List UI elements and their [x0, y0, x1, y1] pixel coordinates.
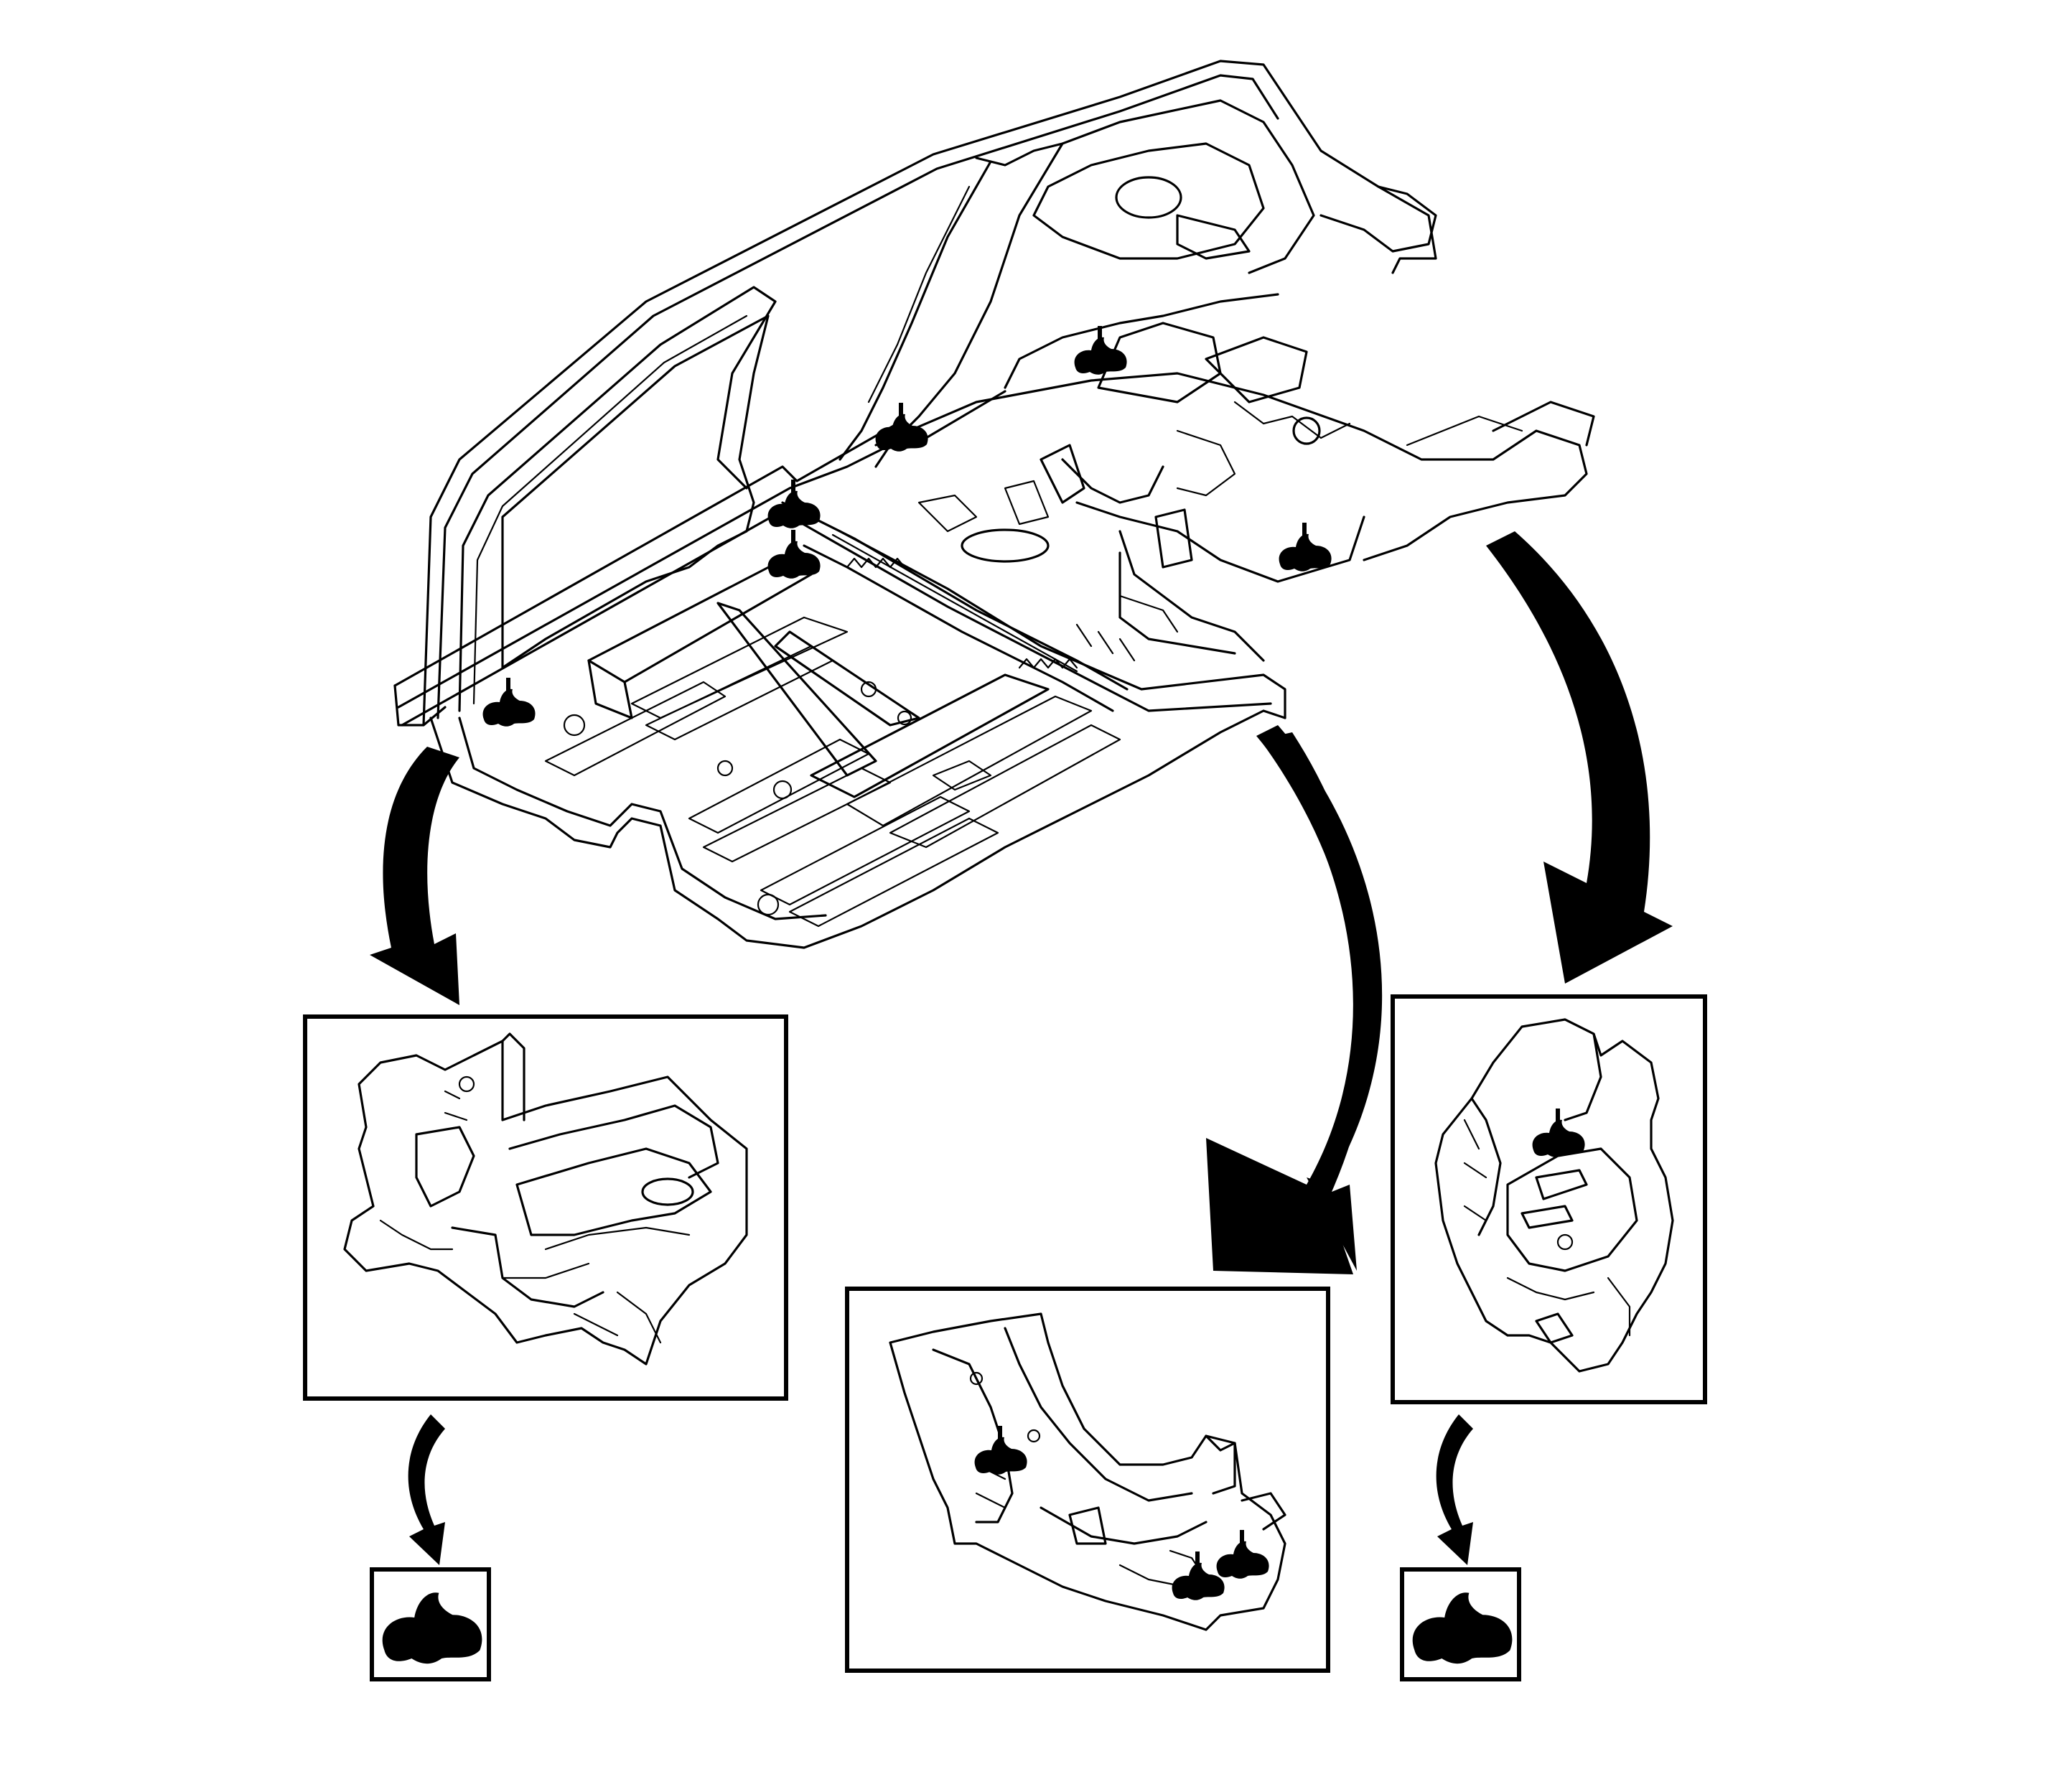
detail-box-center — [845, 1287, 1330, 1673]
sealer-blob-icon — [1172, 1551, 1225, 1600]
arrow-icon — [1436, 1414, 1473, 1565]
symbol-box-right — [1400, 1567, 1521, 1681]
arrow-icon — [1486, 531, 1673, 984]
sealer-blob-icon — [974, 1426, 1027, 1475]
sealer-blob-icon — [1216, 1530, 1269, 1579]
sealer-blob-icon — [767, 480, 821, 528]
sealer-blob-icon — [1279, 523, 1332, 571]
arrow-icon — [370, 747, 459, 1005]
detail-box-left — [303, 1014, 788, 1401]
sealer-blob-icon — [1412, 1592, 1513, 1664]
sealer-blob-icon — [482, 678, 536, 727]
vehicle-underbody-drawing — [393, 60, 1595, 949]
center-detail-markers — [974, 1426, 1269, 1600]
underbody-sealer-markers — [482, 326, 1332, 727]
arrow-icon — [408, 1414, 445, 1565]
symbol-box-left — [370, 1567, 491, 1681]
callout-arrows — [370, 531, 1673, 1565]
sealer-blob-icon — [382, 1592, 482, 1664]
detail-box-right — [1391, 994, 1707, 1404]
sealer-blob-icon — [767, 530, 821, 579]
